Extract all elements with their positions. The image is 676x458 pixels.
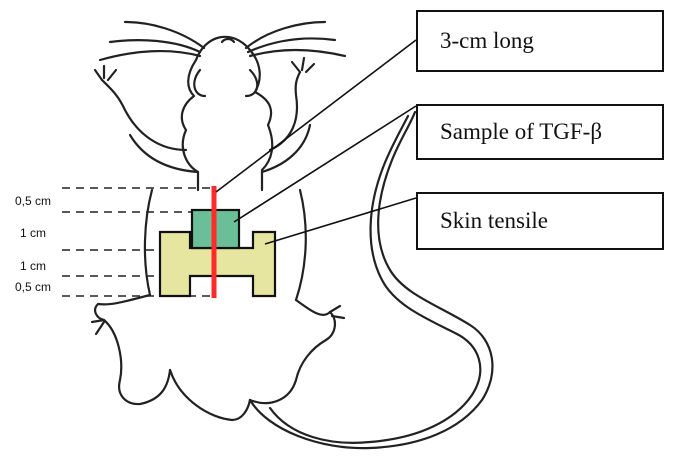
leader-tensile: [265, 198, 416, 244]
leader-lines: [216, 40, 416, 244]
callout-sample-text: Sample of TGF-β: [440, 119, 602, 145]
dim-label-2: 1 cm: [20, 226, 46, 240]
callout-sample: Sample of TGF-β: [416, 104, 664, 160]
dim-label-1: 0,5 cm: [15, 194, 51, 208]
callout-tensile-text: Skin tensile: [440, 208, 548, 234]
callout-tensile: Skin tensile: [416, 192, 664, 250]
callout-length-text: 3-cm long: [440, 28, 534, 54]
callout-length: 3-cm long: [416, 10, 664, 72]
leader-sample: [234, 106, 416, 222]
dim-label-4: 0,5 cm: [15, 280, 51, 294]
dim-label-3: 1 cm: [20, 259, 46, 273]
